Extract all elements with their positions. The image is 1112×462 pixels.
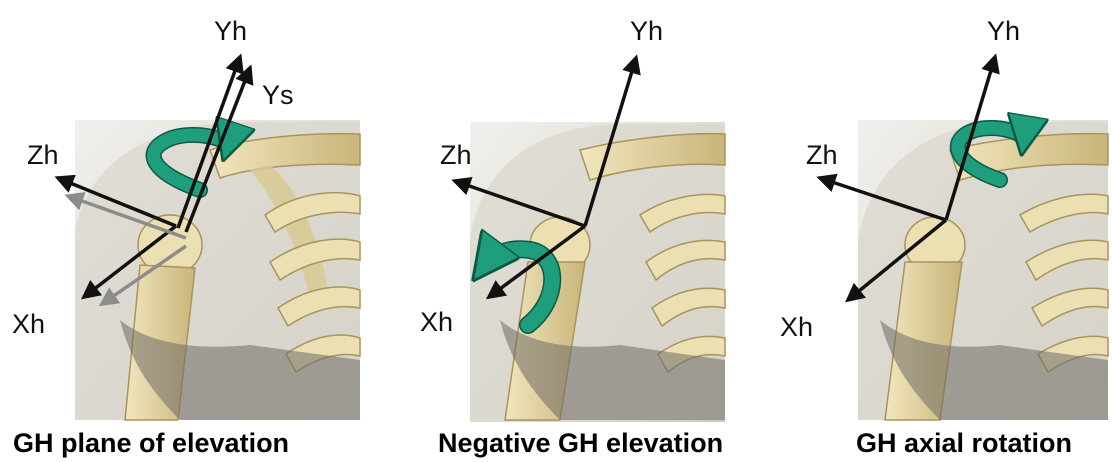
label-zh: Zh [27, 140, 59, 170]
caption-plane-of-elevation: GH plane of elevation [13, 428, 289, 458]
label-xh: Xh [12, 309, 45, 339]
label-yh: Yh [987, 16, 1020, 46]
panel-axial-rotation: Yh Zh Xh GH axial rotation [780, 16, 1108, 458]
label-xh: Xh [420, 307, 453, 337]
label-ys: Ys [262, 80, 294, 110]
caption-axial-rotation: GH axial rotation [856, 428, 1072, 458]
panel-negative-elevation: Yh Zh Xh Negative GH elevation [420, 16, 725, 458]
label-xh: Xh [780, 312, 813, 342]
label-yh: Yh [630, 16, 663, 46]
shoulder-illustration [470, 122, 725, 422]
caption-negative-elevation: Negative GH elevation [438, 428, 723, 458]
label-zh: Zh [440, 140, 472, 170]
panel-plane-of-elevation: Yh Ys Zh Xh GH plane of elevation [12, 16, 360, 458]
label-yh: Yh [214, 16, 247, 46]
label-zh: Zh [806, 140, 838, 170]
